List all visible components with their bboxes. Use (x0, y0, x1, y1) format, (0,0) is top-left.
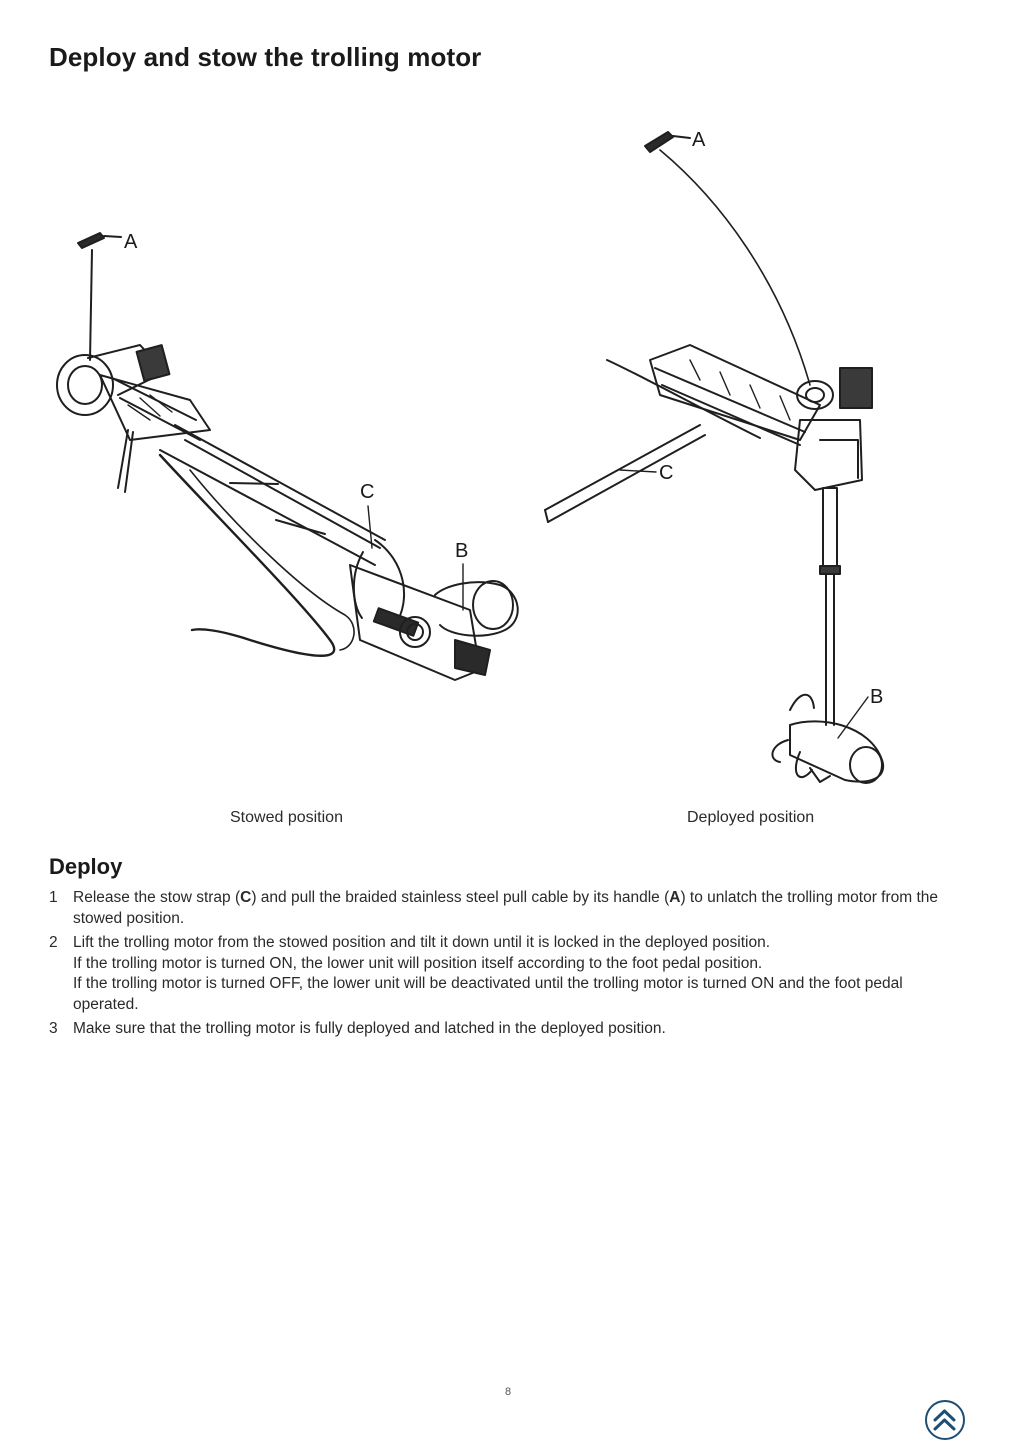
step-text: If the trolling motor is turned ON, the … (73, 954, 763, 972)
caption-deployed-position: Deployed position (687, 809, 815, 826)
double-chevron-up-icon (933, 1409, 956, 1431)
step-text: Lift the trolling motor from the stowed … (73, 934, 771, 951)
step-item: 1 Release the stow strap (C) and pull th… (49, 888, 969, 929)
step-number: 3 (49, 1020, 58, 1037)
step-text: Make sure that the trolling motor is ful… (73, 1020, 666, 1037)
section-heading-deploy: Deploy (49, 854, 123, 879)
deploy-steps-list: 1 Release the stow strap (C) and pull th… (49, 888, 969, 1044)
caption-stowed-position: Stowed position (230, 809, 343, 826)
callout-a-deployed: A (692, 129, 706, 151)
callout-c-stowed: C (360, 481, 374, 503)
callout-b-stowed: B (455, 540, 468, 562)
back-to-top-button[interactable] (925, 1400, 965, 1440)
deployed-motor-drawing (544, 131, 885, 784)
callout-c-deployed: C (659, 462, 673, 484)
trolling-motor-illustration: A C B A C B (56, 129, 885, 784)
step-number: 2 (49, 934, 58, 951)
step-item: 2 Lift the trolling motor from the stowe… (49, 933, 969, 1015)
callout-ref-a: A (669, 889, 681, 906)
callout-ref-c: C (240, 889, 252, 906)
callout-b-deployed: B (870, 686, 883, 708)
page-number: 8 (505, 1386, 512, 1398)
page-title: Deploy and stow the trolling motor (49, 42, 482, 72)
step-text: If the trolling motor is turned OFF, the… (73, 975, 903, 1013)
step-item: 3 Make sure that the trolling motor is f… (49, 1019, 969, 1040)
stowed-motor-drawing (56, 232, 519, 681)
step-number: 1 (49, 889, 58, 906)
callout-a-stowed: A (124, 231, 138, 253)
step-text: Release the stow strap (C) and pull the … (73, 889, 939, 927)
